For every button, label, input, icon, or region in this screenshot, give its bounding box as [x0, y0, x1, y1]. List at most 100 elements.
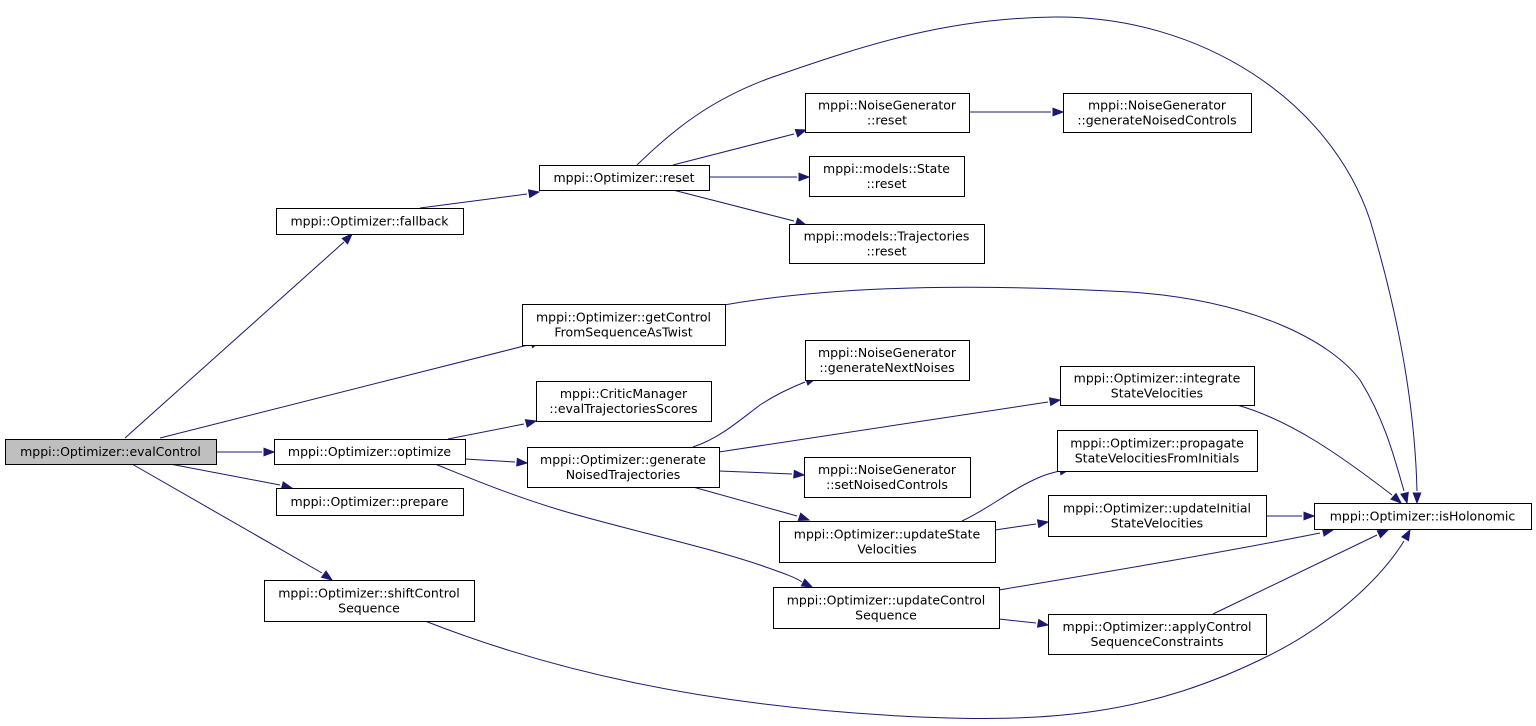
node-label-line: mppi::Optimizer::shiftControl: [278, 586, 460, 601]
node-label-line: SequenceConstraints: [1091, 634, 1224, 649]
node-label-line: mppi::NoiseGenerator: [818, 462, 957, 477]
edge-optimizer-reset-to-is-holonomic: [636, 16, 1422, 505]
node-box: [276, 488, 464, 516]
node-label-line: mppi::Optimizer::isHolonomic: [1330, 509, 1516, 524]
node-label-line: mppi::Optimizer::applyControl: [1063, 619, 1252, 634]
node-label-line: Velocities: [857, 542, 916, 557]
node-generate-next-noises[interactable]: mppi::NoiseGenerator::generateNextNoises: [805, 340, 970, 381]
edge-eval-control-to-optimize: [216, 447, 276, 457]
edge-line: [672, 189, 795, 222]
node-box: [1057, 430, 1258, 472]
node-label-line: mppi::Optimizer::reset: [554, 170, 695, 185]
node-box: [1063, 93, 1252, 133]
node-fallback[interactable]: mppi::Optimizer::fallback: [276, 208, 464, 235]
edge-line: [419, 193, 528, 209]
node-eval-control[interactable]: mppi::Optimizer::evalControl: [5, 439, 217, 465]
node-label-line: mppi::CriticManager: [560, 386, 688, 401]
node-label-line: mppi::Optimizer::updateInitial: [1063, 501, 1251, 516]
node-box: [276, 208, 464, 235]
node-box: [539, 165, 710, 191]
node-optimizer-reset[interactable]: mppi::Optimizer::reset: [539, 165, 710, 191]
arrowhead: [524, 419, 538, 428]
arrowhead: [1412, 492, 1422, 505]
edge-optimize-to-eval-trajectories-scores: [447, 419, 538, 440]
edge-line: [636, 16, 1418, 492]
node-is-holonomic[interactable]: mppi::Optimizer::isHolonomic: [1314, 503, 1532, 530]
edge-line: [994, 523, 1037, 531]
node-label-line: ::reset: [867, 113, 907, 128]
node-label-line: ::evalTrajectoriesScores: [549, 401, 697, 416]
node-box: [779, 521, 996, 563]
edge-eval-control-to-shift-control-sequence: [131, 463, 334, 581]
arrowhead: [1390, 492, 1403, 504]
node-label-line: mppi::Optimizer::updateControl: [787, 593, 986, 608]
node-box: [804, 457, 971, 498]
node-box: [809, 156, 965, 197]
node-label-line: mppi::Optimizer::evalControl: [20, 444, 201, 459]
edge-update-control-sequence-to-is-holonomic: [998, 527, 1335, 591]
arrowhead: [341, 233, 353, 245]
node-box: [805, 93, 970, 133]
node-label-line: mppi::NoiseGenerator: [1088, 98, 1227, 113]
edge-optimizer-reset-to-noise-generator-reset: [672, 129, 808, 166]
node-box: [536, 381, 712, 422]
node-box: [527, 447, 720, 488]
edge-eval-control-to-prepare: [169, 463, 294, 490]
node-eval-trajectories-scores[interactable]: mppi::CriticManager::evalTrajectoriesSco…: [536, 381, 712, 422]
node-box: [789, 224, 985, 264]
arrowhead: [1400, 528, 1411, 542]
edge-line: [672, 133, 795, 166]
node-generate-noised-controls[interactable]: mppi::NoiseGenerator::generateNoisedCont…: [1063, 93, 1252, 133]
node-noise-generator-reset[interactable]: mppi::NoiseGenerator::reset: [805, 93, 970, 133]
edge-line: [692, 486, 798, 517]
node-get-control-from-sequence-as-twist[interactable]: mppi::Optimizer::getControlFromSequenceA…: [522, 304, 726, 346]
node-label-line: mppi::Optimizer::prepare: [291, 494, 449, 509]
node-label-line: mppi::NoiseGenerator: [818, 345, 957, 360]
node-label-line: mppi::models::Trajectories: [804, 229, 970, 244]
node-label-line: Sequence: [338, 601, 400, 616]
node-trajectories-reset[interactable]: mppi::models::Trajectories::reset: [789, 224, 985, 264]
arrowhead: [797, 512, 811, 521]
node-apply-control-sequence-constraints[interactable]: mppi::Optimizer::applyControlSequenceCon…: [1048, 614, 1267, 655]
edge-update-state-velocities-to-update-initial-state-velocities: [994, 519, 1050, 531]
edge-apply-control-sequence-constraints-to-is-holonomic: [1212, 529, 1390, 615]
node-label-line: mppi::Optimizer::updateState: [794, 527, 981, 542]
edge-integrate-state-velocities-to-is-holonomic: [1236, 404, 1403, 504]
arrowhead: [516, 457, 529, 467]
arrowhead: [800, 578, 814, 588]
arrowhead: [794, 129, 808, 138]
node-set-noised-controls[interactable]: mppi::NoiseGenerator::setNoisedControls: [804, 457, 971, 498]
edge-line: [998, 618, 1037, 624]
node-label-line: mppi::models::State: [823, 161, 950, 176]
node-box: [1048, 614, 1267, 655]
edge-line: [464, 458, 516, 463]
edge-line: [447, 423, 525, 440]
node-state-reset[interactable]: mppi::models::State::reset: [809, 156, 965, 197]
arrowhead: [1048, 397, 1062, 407]
edge-line: [718, 470, 793, 475]
node-label-line: StateVelocitiesFromInitials: [1075, 451, 1239, 466]
node-label-line: mppi::Optimizer::getControl: [536, 310, 711, 325]
edge-line: [718, 401, 1049, 453]
arrowhead: [263, 447, 276, 457]
edge-line: [434, 463, 803, 583]
node-prepare[interactable]: mppi::Optimizer::prepare: [276, 488, 464, 516]
edge-line: [961, 470, 1061, 522]
node-integrate-state-velocities[interactable]: mppi::Optimizer::integrateStateVelocitie…: [1060, 366, 1255, 406]
node-box: [5, 439, 217, 465]
node-generate-noised-trajectories[interactable]: mppi::Optimizer::generateNoisedTrajector…: [527, 447, 720, 488]
node-propagate-state-velocities-from-initials[interactable]: mppi::Optimizer::propagateStateVelocitie…: [1057, 430, 1258, 472]
arrowhead: [1036, 618, 1050, 628]
call-graph-nodes: mppi::Optimizer::evalControlmppi::Optimi…: [5, 93, 1532, 655]
edge-line: [723, 286, 1405, 492]
edge-line: [1212, 534, 1378, 615]
node-optimize[interactable]: mppi::Optimizer::optimize: [274, 439, 466, 465]
node-update-initial-state-velocities[interactable]: mppi::Optimizer::updateInitialStateVeloc…: [1048, 495, 1267, 537]
node-label-line: mppi::Optimizer::generate: [540, 452, 706, 467]
edge-update-control-sequence-to-apply-control-sequence-constraints: [998, 618, 1050, 628]
node-box: [1314, 503, 1532, 530]
